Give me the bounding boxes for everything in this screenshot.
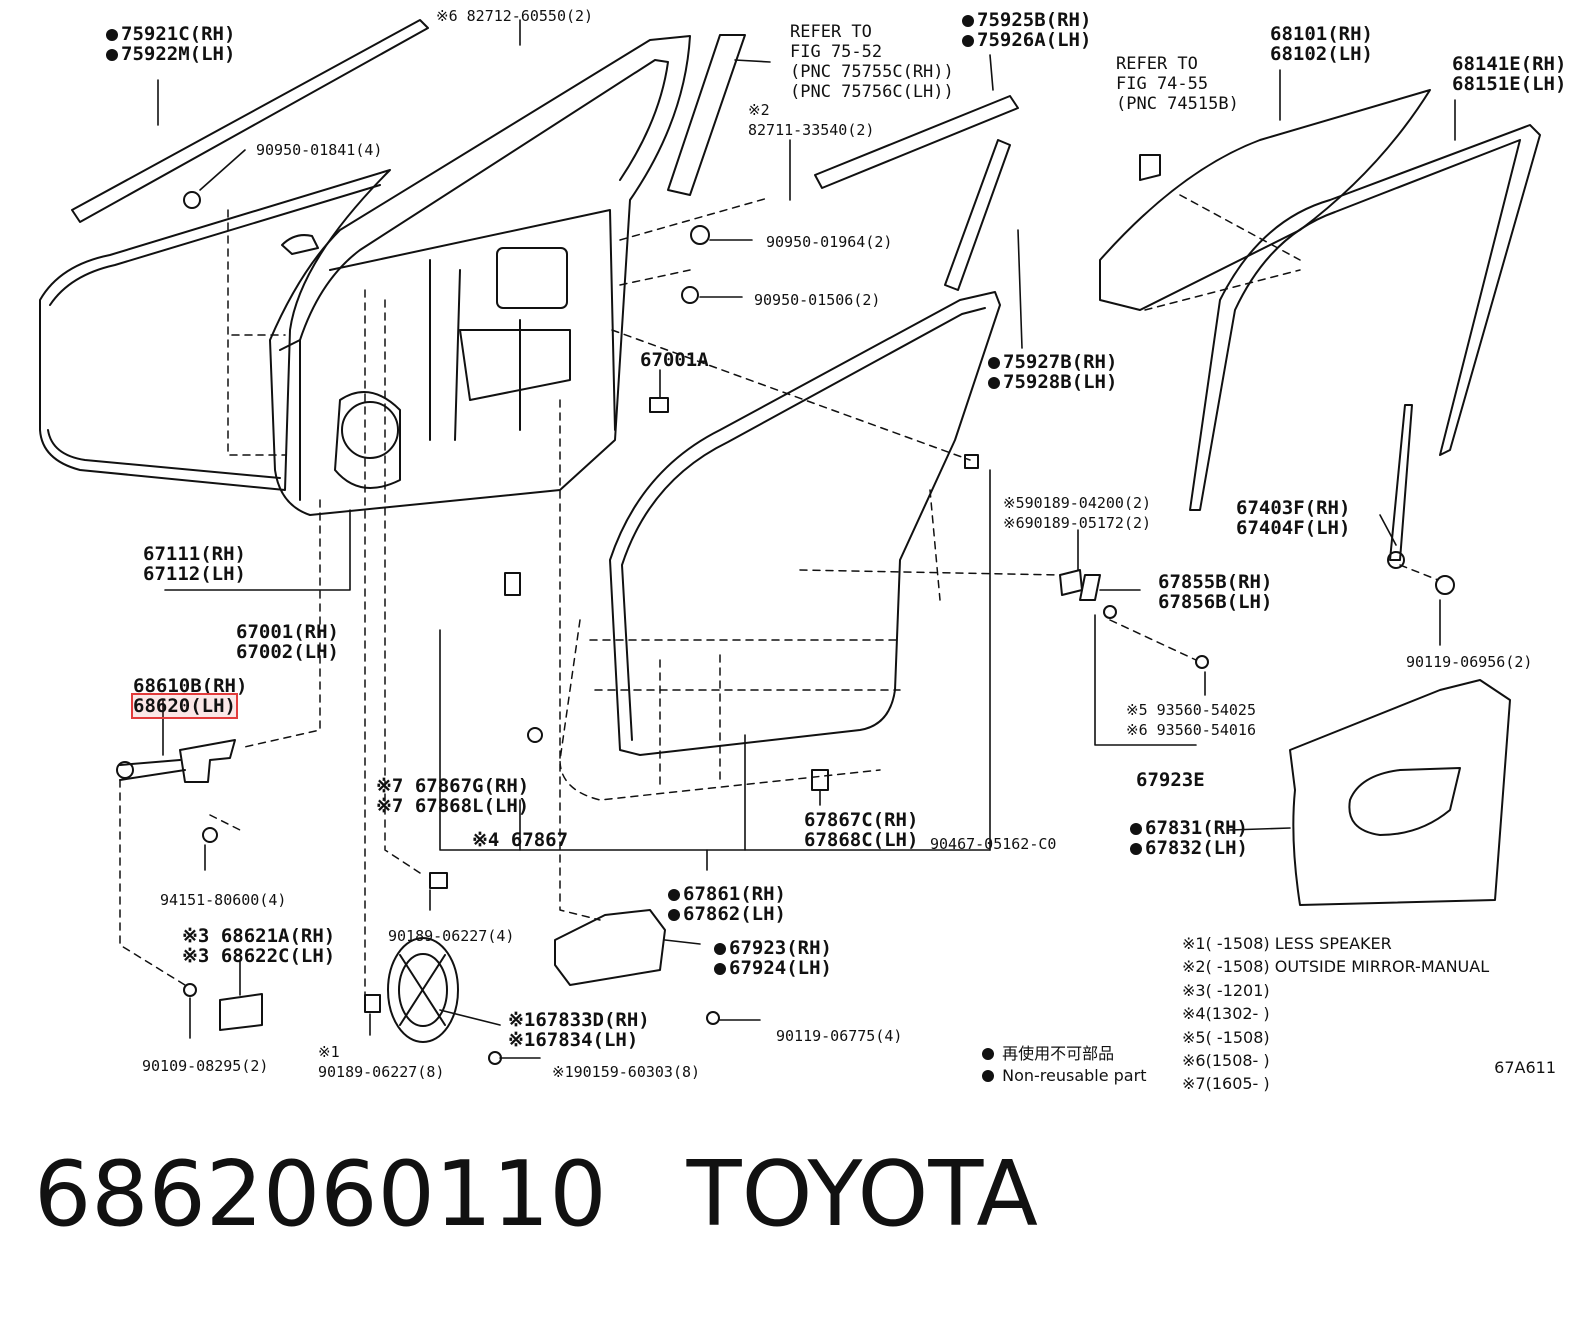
callout-67831: 67831(RH) 67832(LH) — [1130, 818, 1248, 858]
callout-67833: ※167833D(RH) ※167834(LH) — [508, 1009, 650, 1051]
footnote-item: ※5( -1508) — [1182, 1027, 1270, 1047]
callout-67001a: 67001A — [640, 349, 709, 371]
callout-67923e: 67923E — [1136, 769, 1205, 791]
non-reusable-dot-icon — [668, 889, 680, 901]
footnote-item: ※2( -1508) OUTSIDE MIRROR-MANUAL — [1182, 957, 1490, 977]
callout-67861: 67861(RH) 67862(LH) — [668, 884, 786, 924]
callout-67001: 67001(RH) 67002(LH) — [236, 621, 339, 663]
non-reusable-dot-icon — [714, 943, 726, 955]
brand-name: TOYOTA — [686, 1142, 1038, 1247]
callout-90189-06227-4: 90189-06227(4) — [388, 927, 515, 945]
callout-68621: ※3 68621A(RH) ※3 68622C(LH) — [182, 925, 336, 967]
callout-90159: ※190159-60303(8) — [552, 1063, 701, 1081]
belt-moulding-outer — [71, 19, 429, 223]
footnote-item: ※7(1605- ) — [1182, 1074, 1270, 1094]
footnote-item: ※1( -1508) LESS SPEAKER — [1182, 934, 1392, 953]
callout-67403: 67403F(RH) 67404F(LH) — [1236, 497, 1351, 539]
non-reusable-dot-icon — [982, 1070, 994, 1082]
callout-90950-01964: 90950-01964(2) — [766, 233, 893, 251]
callout-90467: 90467-05162-C0 — [930, 835, 1057, 853]
non-reusable-dot-icon — [106, 49, 118, 61]
non-reusable-dot-icon — [988, 357, 1000, 369]
part-number: 6862060110 — [34, 1142, 607, 1247]
door-weatherstrip — [609, 291, 1001, 756]
non-reusable-dot-icon — [1130, 843, 1142, 855]
diagram-drawing — [39, 19, 1541, 1065]
door-inner-frame — [269, 35, 691, 516]
glass-run-channel — [1189, 124, 1541, 511]
non-reusable-dot-icon — [962, 15, 974, 27]
legend-en: Non-reusable part — [982, 1066, 1146, 1085]
door-trim-panel — [1289, 679, 1511, 906]
legend-jp: 再使用不可部品 — [982, 1040, 1114, 1064]
callout-82712: ※6 82712-60550(2) — [436, 7, 594, 25]
callout-67867g: ※7 67867G(RH) ※7 67868L(LH) — [376, 775, 530, 817]
door-outer-panel — [39, 169, 391, 491]
callout-75927: 75927B(RH) 75928B(LH) — [988, 352, 1117, 392]
callout-67923: 67923(RH) 67924(LH) — [714, 938, 832, 978]
callout-75925: 75925B(RH) 75926A(LH) — [962, 10, 1091, 50]
callout-90189-06227-8: ※1 90189-06227(8) — [318, 1043, 445, 1081]
footnote-item: ※6(1508- ) — [1182, 1051, 1270, 1071]
callout-90109: 90109-08295(2) — [142, 1057, 269, 1075]
callout-90119-06956: 90119-06956(2) — [1406, 653, 1533, 671]
small-parts — [183, 191, 1455, 1065]
refer-fig-75-52: REFER TO FIG 75-52 (PNC 75755C(RH)) (PNC… — [790, 22, 954, 102]
callout-68101: 68101(RH) 68102(LH) — [1270, 23, 1373, 65]
door-glass — [1099, 89, 1431, 311]
callout-67867: ※4 67867 — [472, 829, 569, 851]
callout-94151: 94151-80600(4) — [160, 891, 287, 909]
refer-fig-74-55: REFER TO FIG 74-55 (PNC 74515B) — [1116, 54, 1239, 114]
footnote-item: ※3( -1201) — [1182, 980, 1270, 1000]
leader-lines — [157, 19, 1456, 1059]
non-reusable-dot-icon — [106, 29, 118, 41]
highlighted-part-68620: 68620(LH) — [131, 693, 238, 719]
figure-code: 67A611 — [1494, 1058, 1556, 1077]
lower-cover — [554, 909, 666, 986]
door-check — [116, 739, 236, 783]
callout-90950-01841: 90950-01841(4) — [256, 141, 383, 159]
callout-90950-01506: 90950-01506(2) — [754, 291, 881, 309]
parts-diagram: 75921C(RH) 75922M(LH) ※6 82712-60550(2) … — [39, 7, 1567, 1096]
window-frame-moulding — [667, 34, 1019, 291]
non-reusable-dot-icon — [714, 963, 726, 975]
assembly-dashed-lines — [119, 194, 1439, 996]
callout-82711: ※2 82711-33540(2) — [748, 101, 875, 139]
division-bar — [1387, 404, 1413, 569]
callout-90119-06775: 90119-06775(4) — [776, 1027, 903, 1045]
callout-90189-04200: ※590189-04200(2) ※690189-05172(2) — [1003, 494, 1152, 532]
non-reusable-dot-icon — [988, 377, 1000, 389]
callout-68141: 68141E(RH) 68151E(LH) — [1452, 53, 1567, 95]
footnote-item: ※4(1302- ) — [1182, 1004, 1270, 1024]
callout-67867c: 67867C(RH) 67868C(LH) — [804, 809, 919, 851]
callout-67855: 67855B(RH) 67856B(LH) — [1158, 571, 1273, 613]
footnote-list: ※1( -1508) LESS SPEAKER ※2( -1508) OUTSI… — [1182, 932, 1489, 1096]
non-reusable-dot-icon — [982, 1048, 994, 1060]
non-reusable-dot-icon — [668, 909, 680, 921]
callout-67111: 67111(RH) 67112(LH) — [143, 543, 246, 585]
non-reusable-dot-icon — [1130, 823, 1142, 835]
part-caption: 6862060110 TOYOTA — [34, 1140, 1118, 1250]
door-handle-outline — [281, 234, 319, 255]
non-reusable-dot-icon — [962, 35, 974, 47]
door-speaker — [387, 937, 459, 1043]
callout-75921: 75921C(RH) 75922M(LH) — [106, 24, 235, 64]
callout-68610: 68610B(RH) 68620(LH) — [131, 675, 248, 719]
callout-93560: ※5 93560-54025 ※6 93560-54016 — [1126, 701, 1256, 739]
